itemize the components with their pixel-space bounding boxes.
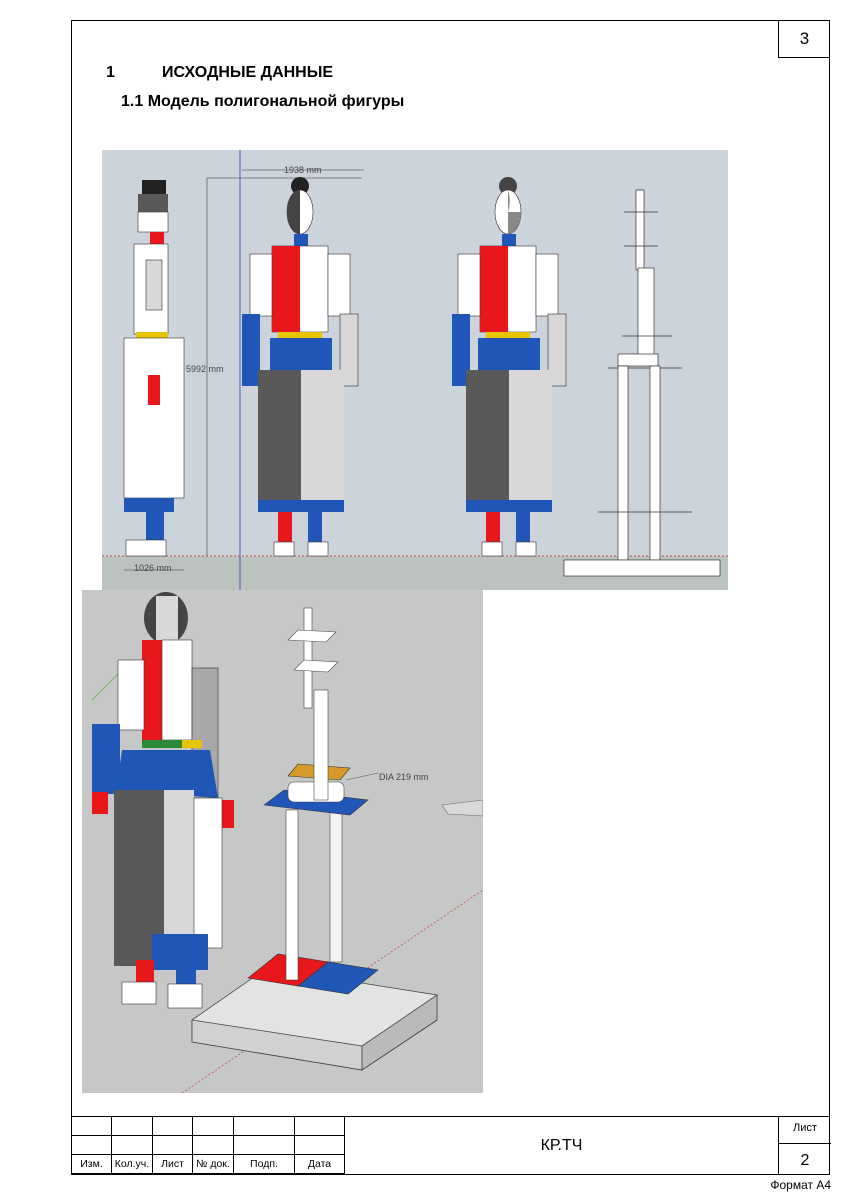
dim-width-label: 1938 mm (284, 165, 322, 175)
revision-table: Изм. Кол.уч. Лист № док. Подп. Дата (71, 1116, 345, 1174)
section-heading: 1 ИСХОДНЫЕ ДАННЫЕ (106, 64, 333, 82)
col-podp: Подп. (233, 1154, 295, 1174)
back-view-figure (452, 177, 567, 557)
sheet-corner-number: 3 (778, 20, 830, 58)
figure-orthographic-views: 1938 mm 5992 mm 1026 mm (102, 150, 728, 590)
col-data: Дата (294, 1154, 345, 1174)
front-view-figure (242, 177, 359, 557)
subsection-heading: 1.1 Модель полигональной фигуры (121, 93, 405, 110)
support-structure (563, 189, 721, 577)
sheet-cell: Лист 2 (778, 1116, 831, 1175)
title-block: Изм. Кол.уч. Лист № док. Подп. Дата КР.Т… (71, 1116, 831, 1175)
sheet-separator (779, 1143, 831, 1144)
page-frame (71, 20, 830, 1175)
sheet-label: Лист (793, 1122, 817, 1134)
dim-depth-label: 1026 mm (134, 563, 172, 573)
col-izm: Изм. (71, 1154, 112, 1174)
sheet-number: 2 (800, 1152, 810, 1169)
side-view-figure (123, 180, 185, 557)
col-list: Лист (152, 1154, 193, 1174)
perspective-figure (92, 592, 234, 1009)
dim-height-label: 5992 mm (186, 364, 224, 374)
col-doc-no: № док. (192, 1154, 234, 1174)
figure-3d-view: DIA 219 mm (82, 590, 483, 1093)
format-label: Формат А4 (770, 1178, 831, 1192)
perspective-drawing: DIA 219 mm (91, 592, 483, 1093)
col-kol-uch: Кол.уч. (111, 1154, 153, 1174)
section-title: ИСХОДНЫЕ ДАННЫЕ (162, 64, 334, 81)
dim-diameter-label: DIA 219 mm (379, 772, 429, 782)
document-code: КР.ТЧ (344, 1116, 778, 1175)
section-number: 1 (106, 64, 115, 81)
orthographic-drawing: 1938 mm 5992 mm 1026 mm (102, 150, 728, 590)
